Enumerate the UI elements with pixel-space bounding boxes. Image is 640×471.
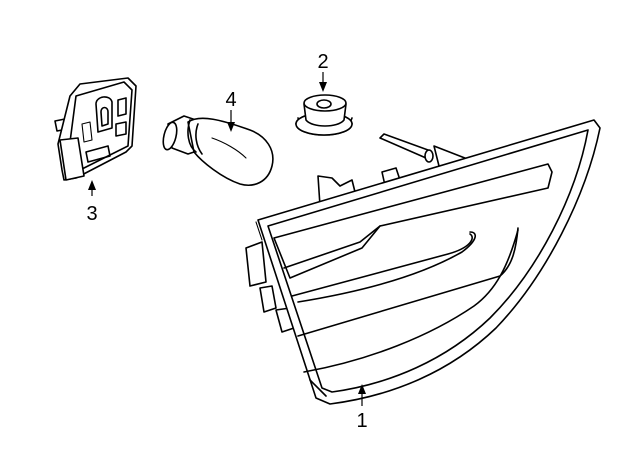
- part-grommet: [295, 94, 353, 136]
- callout-3: 3: [86, 180, 98, 225]
- callout-2: 2: [317, 51, 329, 92]
- callout-label-3: 3: [86, 203, 97, 225]
- callout-label-4: 4: [225, 89, 236, 111]
- part-tail-lamp-assembly: [245, 119, 601, 405]
- callout-label-2: 2: [317, 51, 328, 73]
- callout-4: 4: [225, 89, 237, 132]
- callout-1: 1: [356, 384, 368, 432]
- part-bulb-socket: [54, 77, 137, 181]
- callout-label-1: 1: [356, 410, 367, 432]
- part-bulb: [162, 115, 274, 186]
